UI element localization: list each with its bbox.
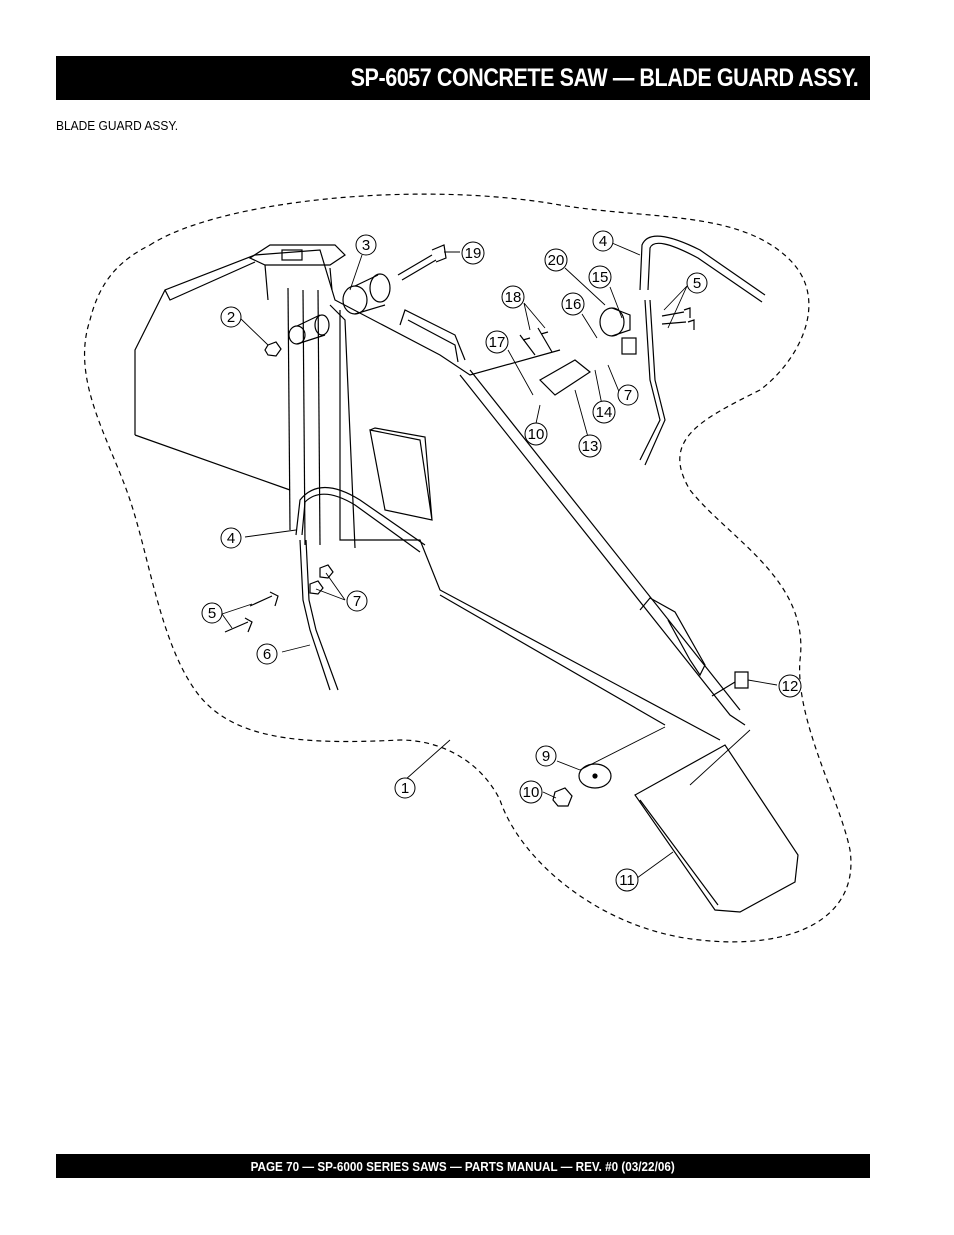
access-plate — [369, 427, 433, 521]
blade-guard-body — [134, 249, 561, 435]
svg-text:3: 3 — [362, 237, 370, 254]
callout-10-upper: 10 — [524, 422, 548, 446]
spacer-2 — [288, 325, 306, 345]
svg-text:17: 17 — [489, 334, 506, 351]
callout-10-lower: 10 — [519, 780, 543, 804]
bolt-5-lower — [224, 591, 279, 633]
page-footer: PAGE 70 — SP-6000 SERIES SAWS — PARTS MA… — [250, 1158, 676, 1174]
svg-text:5: 5 — [208, 605, 216, 622]
bolt-12 — [711, 671, 749, 697]
svg-text:14: 14 — [596, 404, 613, 421]
callout-4-upper: 4 — [592, 230, 614, 252]
callout-6: 6 — [256, 643, 278, 665]
nut-7-lower — [309, 564, 334, 595]
callout-3: 3 — [355, 234, 377, 256]
svg-text:9: 9 — [542, 748, 550, 765]
svg-text:13: 13 — [582, 438, 599, 455]
callout-13: 13 — [578, 434, 602, 458]
nut-2 — [264, 341, 282, 357]
svg-text:12: 12 — [782, 678, 799, 695]
callout-17: 17 — [485, 330, 509, 354]
svg-text:16: 16 — [565, 296, 582, 313]
svg-text:19: 19 — [465, 245, 482, 262]
leader-lines — [221, 242, 778, 879]
svg-text:7: 7 — [353, 593, 361, 610]
mount-bracket — [248, 244, 346, 266]
coupler-20 — [599, 307, 625, 337]
guard-handle — [399, 309, 466, 363]
callout-20: 20 — [544, 248, 568, 272]
guard-side-panel — [339, 310, 721, 741]
callout-7-lower: 7 — [346, 590, 368, 612]
section-label: BLADE GUARD ASSY. — [56, 118, 179, 133]
svg-text:10: 10 — [523, 784, 540, 801]
callout-14: 14 — [592, 400, 616, 424]
callout-2: 2 — [220, 306, 242, 328]
svg-text:15: 15 — [592, 269, 609, 286]
stud-19 — [397, 244, 447, 281]
callout-9: 9 — [535, 745, 557, 767]
water-pipe-lower — [295, 487, 426, 553]
guard-post — [287, 287, 291, 531]
nut-10 — [552, 787, 573, 807]
callout-7-upper: 7 — [617, 384, 639, 406]
callout-15: 15 — [588, 265, 612, 289]
callout-1: 1 — [394, 777, 416, 799]
water-pipe-6 — [299, 539, 339, 691]
svg-text:6: 6 — [263, 646, 271, 663]
callout-19: 19 — [461, 241, 485, 265]
callout-5-lower: 5 — [201, 602, 223, 624]
blade-plate — [634, 744, 799, 913]
callout-11: 11 — [615, 868, 639, 892]
svg-text:11: 11 — [619, 872, 635, 889]
valve-manifold — [539, 359, 592, 396]
svg-text:18: 18 — [505, 289, 522, 306]
fitting-18 — [519, 327, 553, 356]
water-pipe-upper — [639, 235, 766, 303]
bolt-5-upper — [661, 307, 695, 330]
svg-text:10: 10 — [528, 426, 545, 443]
callout-12: 12 — [778, 674, 802, 698]
page-footer-bar: PAGE 70 — SP-6000 SERIES SAWS — PARTS MA… — [56, 1154, 870, 1178]
svg-text:1: 1 — [401, 780, 409, 797]
callout-4-lower: 4 — [220, 527, 242, 549]
page-title-bar: SP-6057 CONCRETE SAW — BLADE GUARD ASSY. — [56, 56, 870, 100]
svg-text:2: 2 — [227, 309, 235, 326]
callout-16: 16 — [561, 292, 585, 316]
svg-text:7: 7 — [624, 387, 632, 404]
svg-text:4: 4 — [599, 233, 607, 250]
callout-18: 18 — [501, 285, 525, 309]
svg-text:5: 5 — [693, 275, 701, 292]
lower-handle — [639, 597, 706, 677]
page-title: SP-6057 CONCRETE SAW — BLADE GUARD ASSY. — [350, 63, 858, 92]
svg-text:4: 4 — [227, 530, 235, 547]
svg-text:20: 20 — [548, 252, 565, 269]
callout-5-upper: 5 — [686, 272, 708, 294]
washer-9 — [578, 763, 612, 789]
assembly-boundary — [83, 193, 852, 943]
